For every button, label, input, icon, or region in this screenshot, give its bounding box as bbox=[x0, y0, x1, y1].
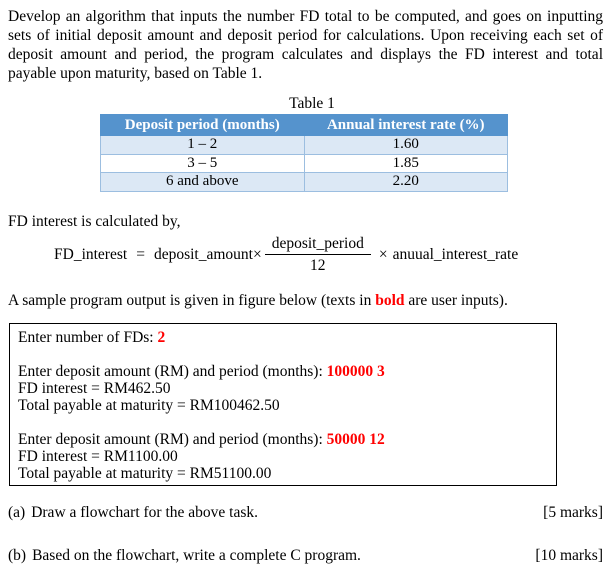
console-text: Total payable at maturity = RM100462.50 bbox=[18, 396, 280, 414]
formula-fraction: deposit_period 12 bbox=[264, 235, 371, 274]
question-b: (b) Based on the flowchart, write a comp… bbox=[8, 546, 603, 565]
table-header-row: Deposit period (months) Annual interest … bbox=[100, 114, 508, 136]
console-text: Enter deposit amount (RM) and period (mo… bbox=[18, 362, 327, 380]
sample-output-note: A sample program output is given in figu… bbox=[8, 291, 603, 310]
console-text: Enter deposit amount (RM) and period (mo… bbox=[18, 430, 327, 448]
question-b-label: (b) bbox=[8, 546, 27, 564]
question-list: (a) Draw a flowchart for the above task.… bbox=[8, 503, 603, 565]
console-text: Enter number of FDs: bbox=[18, 328, 158, 346]
cell-period: 3 – 5 bbox=[100, 153, 305, 173]
console-line: Enter number of FDs: 2 bbox=[18, 329, 548, 346]
multiplication-sign: × bbox=[378, 245, 388, 263]
console-user-input: 50000 12 bbox=[326, 430, 385, 448]
table-caption: Table 1 bbox=[289, 95, 335, 112]
console-line: Enter deposit amount (RM) and period (mo… bbox=[18, 363, 548, 380]
question-b-marks: [10 marks] bbox=[535, 546, 603, 564]
cell-rate: 2.20 bbox=[303, 172, 508, 192]
question-a-text: Draw a flowchart for the above task. bbox=[31, 503, 259, 521]
console-line: Total payable at maturity = RM100462.50 bbox=[18, 397, 548, 414]
console-line: FD interest = RM462.50 bbox=[18, 380, 548, 397]
console-user-input: 100000 3 bbox=[326, 362, 385, 380]
cell-rate: 1.85 bbox=[303, 153, 508, 173]
note-bold-word: bold bbox=[375, 291, 405, 309]
question-a-marks: [5 marks] bbox=[543, 503, 603, 521]
note-text-after: are user inputs). bbox=[404, 291, 508, 309]
header-deposit-period: Deposit period (months) bbox=[100, 114, 305, 136]
console-user-input: 2 bbox=[157, 328, 166, 346]
console-text: FD interest = RM1100.00 bbox=[18, 447, 178, 465]
formula-lhs: FD_interest bbox=[54, 245, 128, 263]
fraction-numerator: deposit_period bbox=[264, 235, 371, 255]
console-line: Enter deposit amount (RM) and period (mo… bbox=[18, 431, 548, 448]
formula-lead-in: FD interest is calculated by, bbox=[8, 212, 181, 230]
table-row: 1 – 2 1.60 bbox=[100, 135, 508, 155]
console-line: Total payable at maturity = RM51100.00 bbox=[18, 465, 548, 482]
cell-period: 6 and above bbox=[100, 172, 305, 192]
console-text: FD interest = RM462.50 bbox=[18, 379, 171, 397]
question-b-text: Based on the flowchart, write a complete… bbox=[32, 546, 361, 564]
note-text-before: A sample program output is given in figu… bbox=[8, 291, 376, 309]
table-row: 6 and above 2.20 bbox=[100, 172, 508, 192]
cell-rate: 1.60 bbox=[303, 135, 508, 155]
document-page: Develop an algorithm that inputs the num… bbox=[8, 8, 603, 565]
intro-paragraph: Develop an algorithm that inputs the num… bbox=[8, 8, 603, 82]
equals-sign: = bbox=[136, 245, 145, 263]
fraction-denominator: 12 bbox=[310, 256, 326, 274]
cell-period: 1 – 2 bbox=[100, 135, 305, 155]
question-a-label: (a) bbox=[8, 503, 26, 521]
console-blank-line bbox=[18, 414, 548, 431]
header-interest-rate: Annual interest rate (%) bbox=[303, 114, 508, 136]
console-text: Total payable at maturity = RM51100.00 bbox=[18, 464, 272, 482]
interest-rate-table: Deposit period (months) Annual interest … bbox=[100, 114, 508, 192]
question-a: (a) Draw a flowchart for the above task.… bbox=[8, 503, 603, 522]
formula-multiplicand: deposit_amount× bbox=[153, 245, 262, 263]
console-line: FD interest = RM1100.00 bbox=[18, 448, 548, 465]
formula-multiplier: anuual_interest_rate bbox=[392, 245, 519, 263]
fd-interest-formula: FD_interest = deposit_amount× deposit_pe… bbox=[54, 235, 603, 274]
console-blank-line bbox=[18, 346, 548, 363]
table-row: 3 – 5 1.85 bbox=[100, 153, 508, 173]
sample-program-output-box: Enter number of FDs: 2 Enter deposit amo… bbox=[9, 322, 557, 486]
